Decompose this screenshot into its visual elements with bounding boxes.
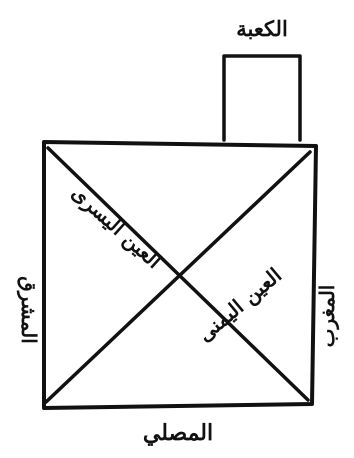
kaaba-outline xyxy=(222,54,302,142)
worshipper-label: المصلي xyxy=(143,420,213,446)
outer-square xyxy=(42,140,318,410)
diagonal-left-eye xyxy=(46,146,310,402)
diagonal-right-eye xyxy=(44,150,312,404)
east-label: المشرق xyxy=(16,276,41,344)
kaaba-label: الكعبة xyxy=(236,16,288,41)
west-label: المغرب xyxy=(315,285,340,348)
left-eye-label: العين اليسرى xyxy=(66,180,166,273)
